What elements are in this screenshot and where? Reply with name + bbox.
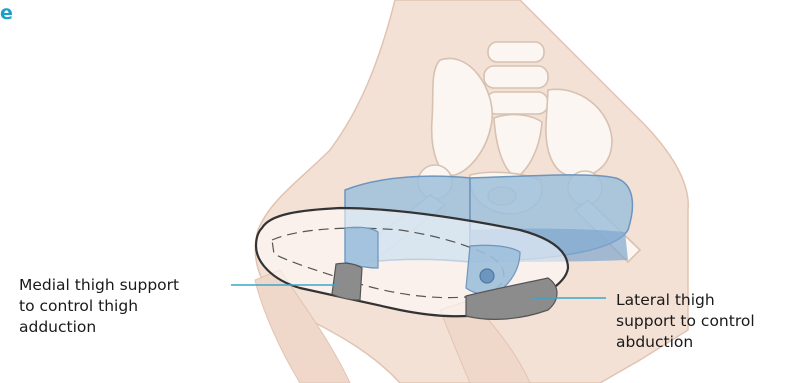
lateral-callout-line-2: support to control [616,311,755,332]
lateral-callout-line-1: Lateral thigh [616,290,755,311]
medial-callout-line-3: adduction [19,317,179,338]
adjustment-knob [480,269,494,283]
medial-callout-line-2: to control thigh [19,296,179,317]
medial-callout-line-1: Medial thigh support [19,275,179,296]
medial-support-callout: Medial thigh support to control thigh ad… [19,275,179,338]
lateral-support-callout: Lateral thigh support to control abducti… [616,290,755,353]
lateral-callout-line-3: abduction [616,332,755,353]
